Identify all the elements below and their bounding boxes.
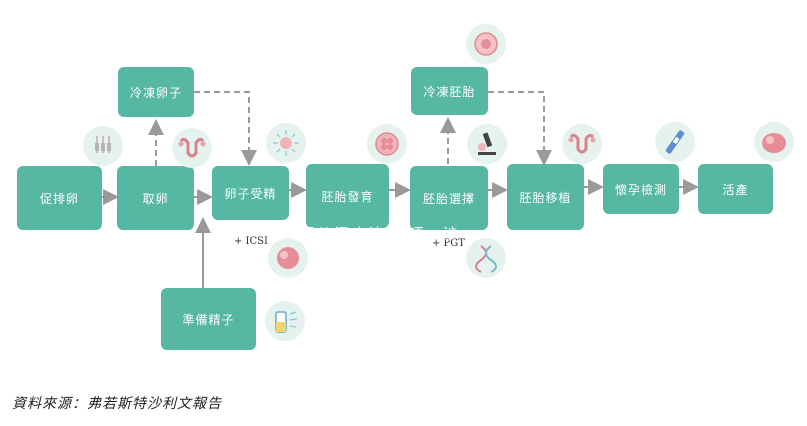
dna-icon <box>466 238 506 278</box>
step-pregnancy-test: 懷孕檢測 <box>603 164 679 214</box>
branch-label: 冷凍卵子 <box>129 85 182 100</box>
step-retrieval: 取卵 <box>117 166 194 230</box>
branch-label: 準備精子 <box>182 312 235 327</box>
dashed-arrow <box>488 91 552 166</box>
step-label: 取卵 <box>142 191 169 206</box>
sperm-vial-icon <box>265 301 305 341</box>
dashed-arrow <box>194 91 257 166</box>
step-label: 胚胎發育 <box>321 189 374 204</box>
uterus-icon <box>172 128 212 168</box>
pgt-label: + PGT <box>432 238 465 249</box>
syringes-icon <box>83 126 123 166</box>
fetus-icon <box>754 122 794 162</box>
step-label: 卵子受精 <box>224 186 277 201</box>
microscope-icon <box>467 124 507 164</box>
step-development: 胚胎發育 <box>306 164 389 228</box>
step-transfer: 胚胎移植 <box>507 164 584 230</box>
watermark-overlay-text: 现儿温痘法 事项：涉 <box>300 225 460 243</box>
branch-freeze-eggs: 冷凍卵子 <box>118 67 194 117</box>
step-label: 活產 <box>722 182 749 197</box>
step-selection: 胚胎選擇 <box>410 166 488 230</box>
step-birth: 活產 <box>698 164 773 214</box>
step-label: 胚胎移植 <box>519 190 572 205</box>
pregnancy-test-icon <box>655 122 695 162</box>
step-label: 促排卵 <box>39 191 79 206</box>
step-label: 懷孕檢測 <box>614 182 667 197</box>
egg-cell-icon <box>466 24 506 64</box>
branch-label: 冷凍胚胎 <box>423 84 476 99</box>
step-stimulation: 促排卵 <box>17 166 102 230</box>
step-label: 胚胎選擇 <box>422 191 475 206</box>
uterus-icon <box>562 124 602 164</box>
branch-freeze-embryos: 冷凍胚胎 <box>411 67 488 115</box>
sperm-egg-icon <box>266 123 306 163</box>
icsi-label: + ICSI <box>234 236 268 247</box>
embryo-icon <box>367 124 407 164</box>
source-note: 資料來源：弗若斯特沙利文報告 <box>12 396 222 412</box>
step-fertilization: 卵子受精 <box>212 166 289 220</box>
cell-icon <box>268 238 308 278</box>
branch-sperm-prep: 準備精子 <box>161 288 256 350</box>
